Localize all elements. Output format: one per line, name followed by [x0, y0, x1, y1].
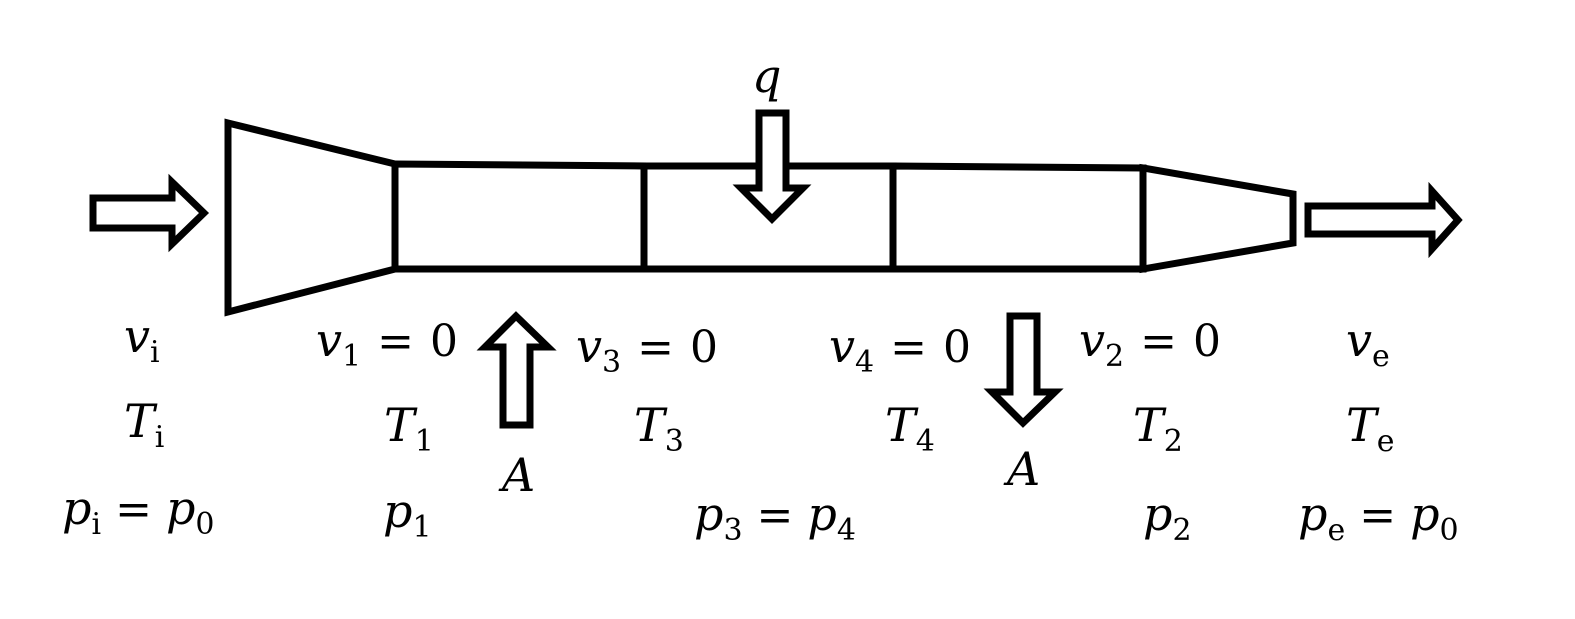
inlet-velocity: vi — [124, 309, 160, 370]
station-3-temperature: T3 — [634, 398, 684, 459]
work-input-label: A — [498, 448, 535, 502]
heat-input-label: q — [752, 49, 781, 103]
heat-input-arrow — [732, 109, 812, 224]
station-1-temperature: T1 — [384, 398, 434, 459]
outlet-velocity: ve — [1346, 313, 1390, 374]
station-2-temperature: T2 — [1133, 398, 1183, 459]
station-4-temperature: T4 — [885, 398, 935, 459]
combustor-pressure-relation: p3=p4 — [694, 487, 856, 548]
station-4-velocity: v4=0 — [829, 319, 971, 380]
compressor-section — [391, 160, 648, 273]
nozzle-section — [1139, 163, 1297, 274]
station-2-pressure: p2 — [1143, 487, 1192, 548]
outlet-temperature: Te — [1346, 398, 1394, 459]
inlet-temperature: Ti — [124, 394, 164, 455]
inlet-pressure: pi=p0 — [62, 481, 214, 542]
work-input-arrow — [476, 311, 557, 429]
inlet-flow-arrow — [89, 173, 210, 253]
outlet-pressure: pe=p0 — [1298, 487, 1459, 548]
work-output-label: A — [1003, 442, 1040, 496]
work-output-arrow — [983, 312, 1064, 428]
station-2-velocity: v2=0 — [1079, 313, 1221, 374]
station-1-pressure: p1 — [383, 484, 432, 545]
turbine-section — [889, 162, 1147, 273]
outlet-flow-arrow — [1304, 181, 1463, 259]
station-1-velocity: v1=0 — [316, 313, 458, 374]
diffuser-section — [224, 118, 399, 317]
station-3-velocity: v3=0 — [576, 319, 718, 380]
